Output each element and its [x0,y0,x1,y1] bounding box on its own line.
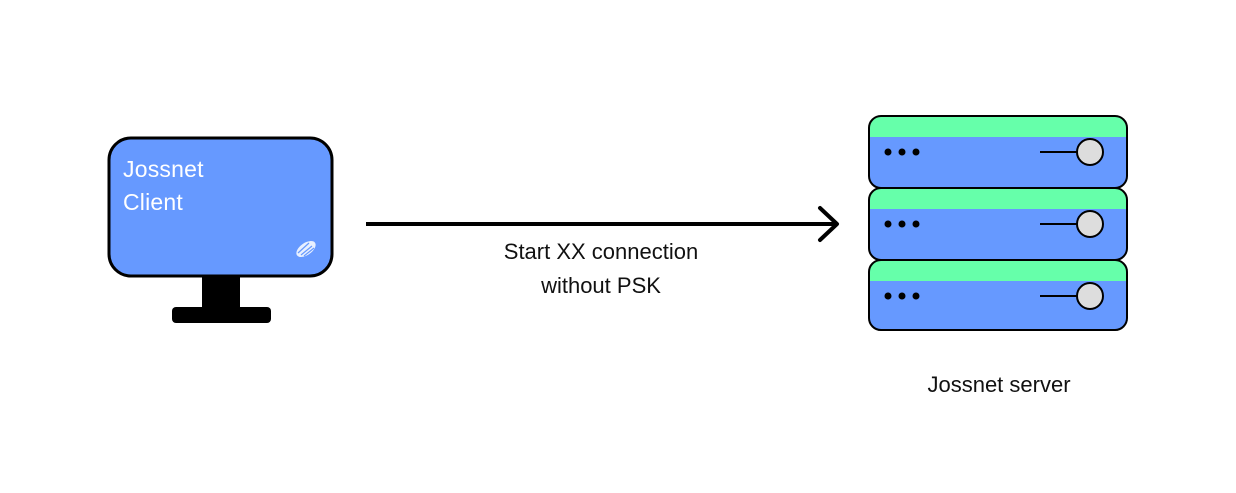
server-unit-1 [868,115,1128,189]
screen-glare-icon [296,241,316,257]
connection-arrow [366,206,839,242]
server-unit-3 [868,259,1128,331]
client-label-line2: Client [123,189,184,215]
server-rack-icon [868,115,1128,331]
monitor-screen [107,136,334,278]
connection-label-line2: without PSK [541,273,661,298]
client-label-line1: Jossnet [123,156,204,182]
client-monitor-icon [107,136,334,323]
server-label: Jossnet server [927,372,1071,397]
connection-label-line1: Start XX connection [503,239,699,264]
monitor-stand-base [172,307,271,323]
server-unit-2 [868,187,1128,261]
